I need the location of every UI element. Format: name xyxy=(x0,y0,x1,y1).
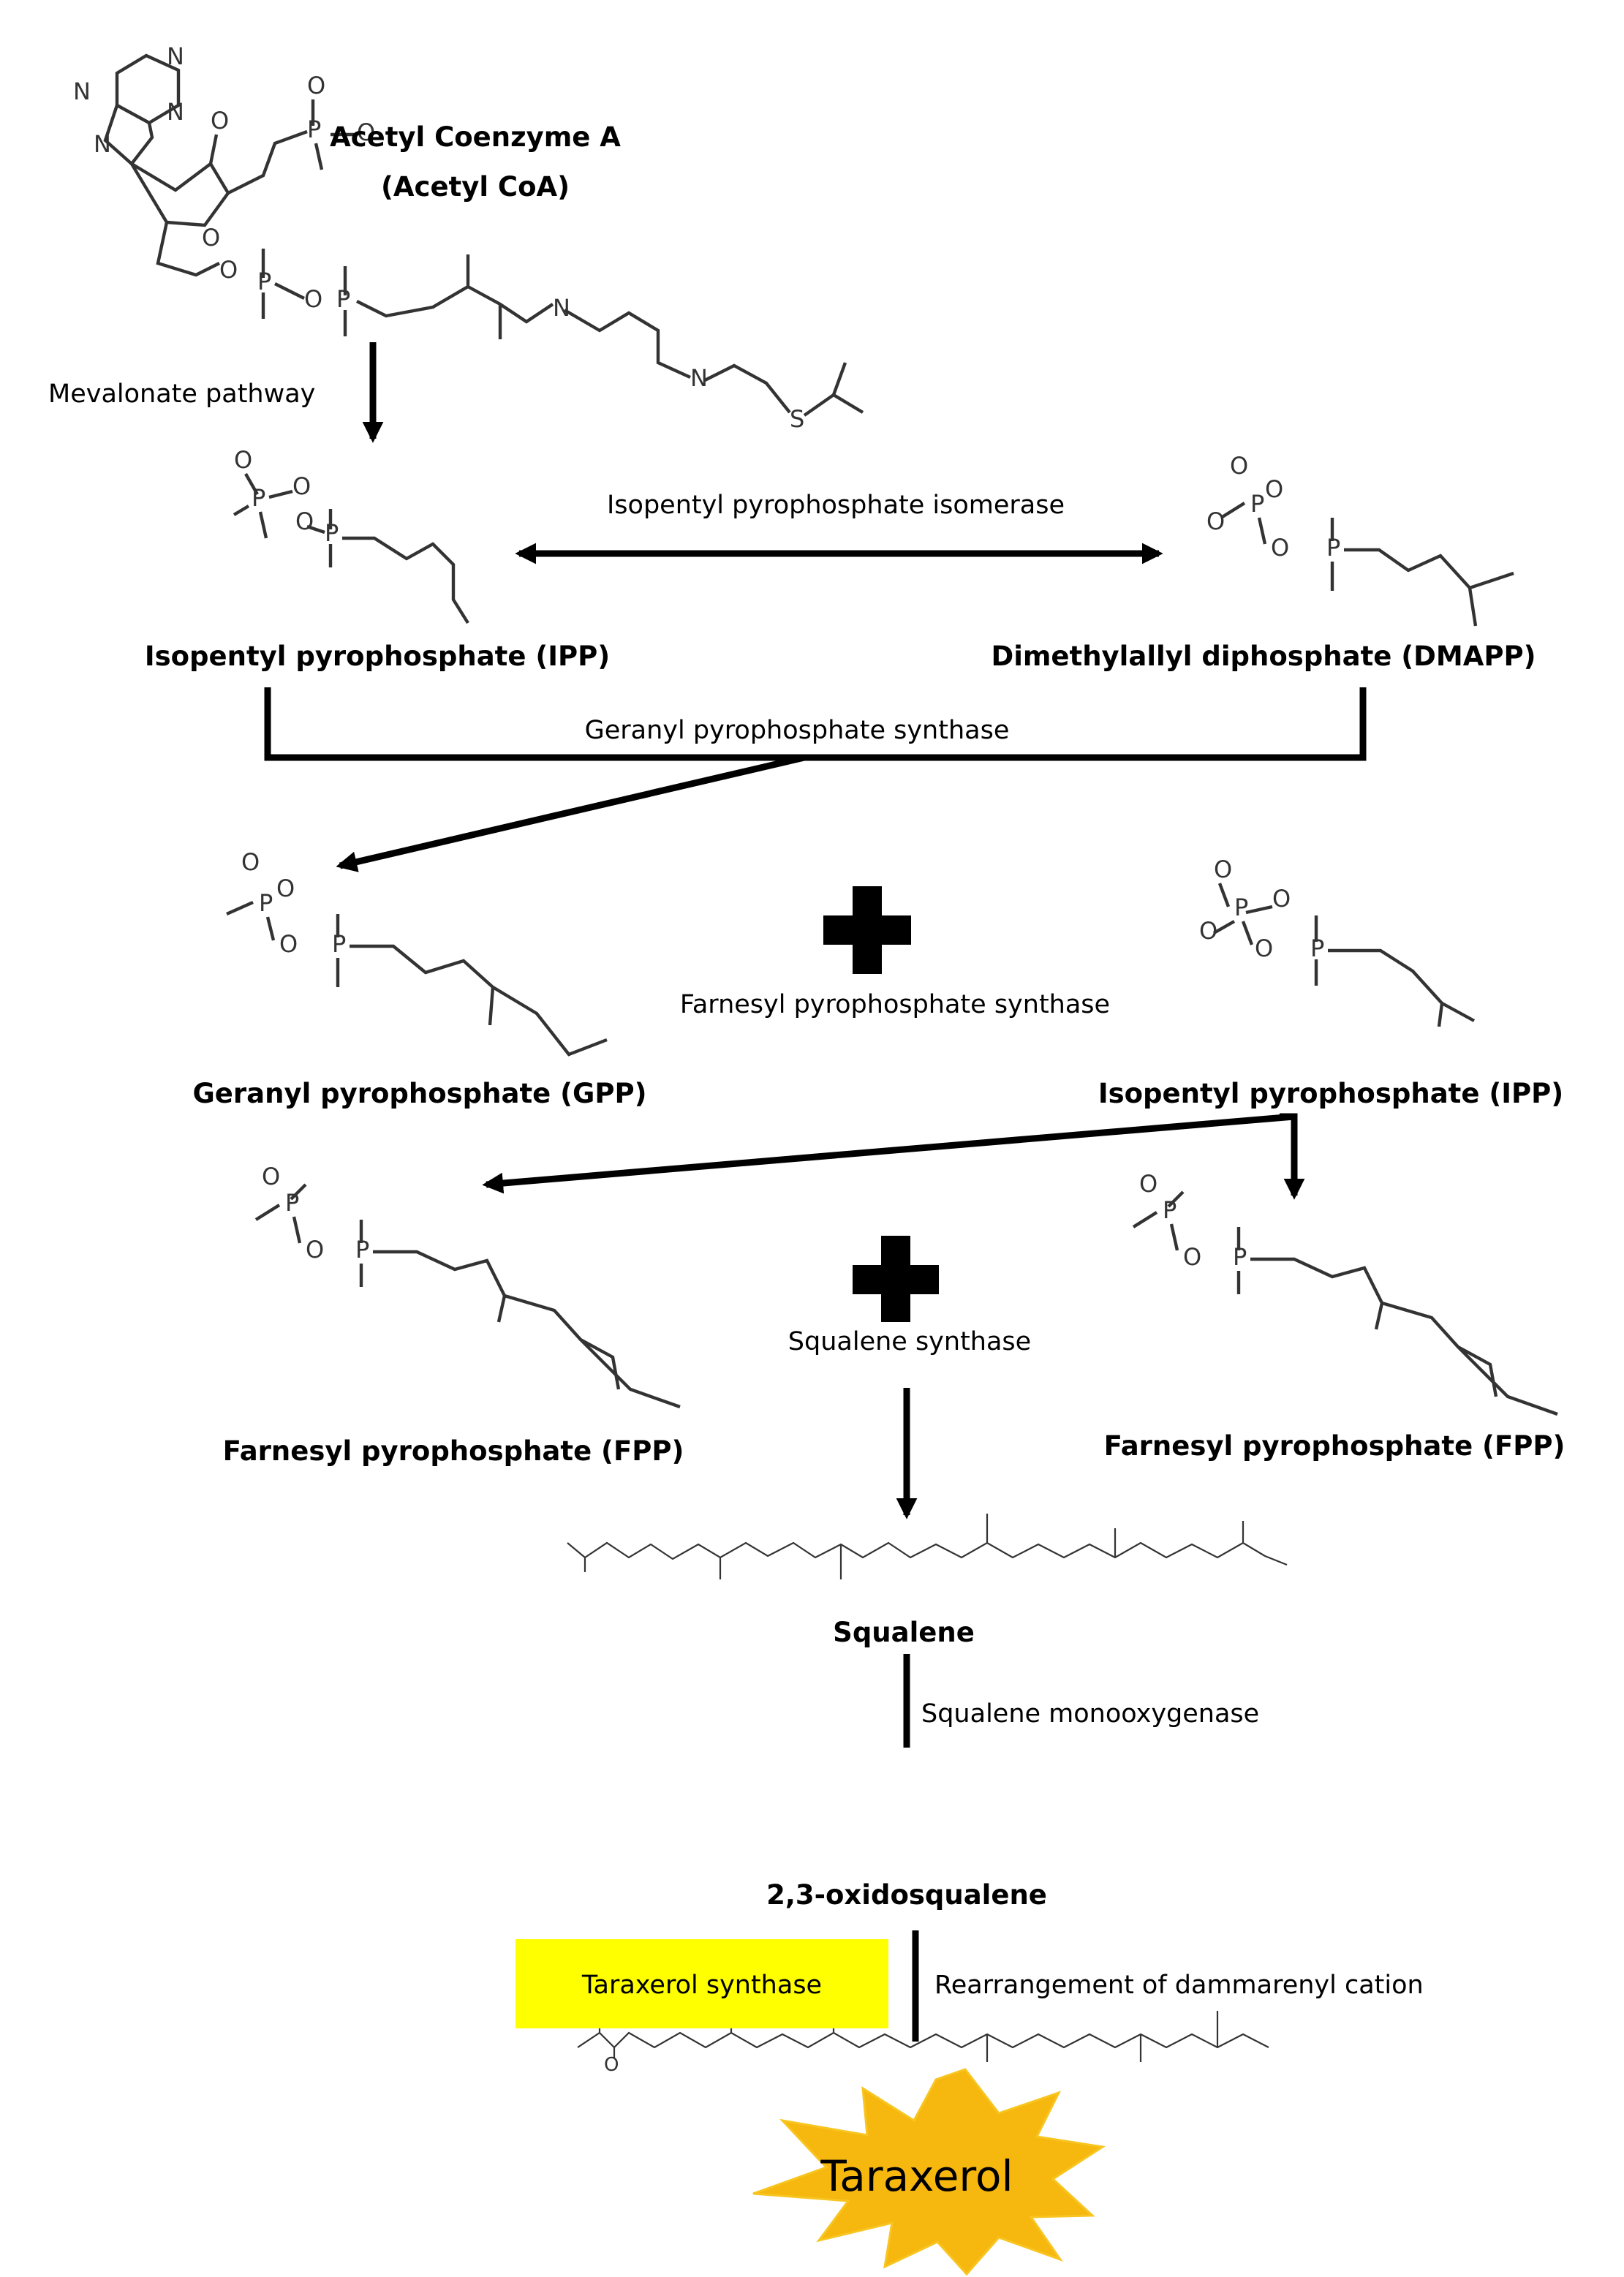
gpp-label: Geranyl pyrophosphate (GPP) xyxy=(192,1078,646,1109)
svg-text:O: O xyxy=(357,118,375,146)
svg-text:O: O xyxy=(1139,1170,1157,1198)
svg-text:P: P xyxy=(1250,490,1264,518)
ipp-label-2: Isopentyl pyrophosphate (IPP) xyxy=(1098,1078,1563,1109)
svg-text:O: O xyxy=(262,1163,280,1190)
svg-text:O: O xyxy=(211,107,229,135)
svg-text:O: O xyxy=(279,930,298,958)
svg-text:O: O xyxy=(234,446,252,474)
svg-text:N: N xyxy=(167,98,184,126)
gpp-synthase-label: Geranyl pyrophosphate synthase xyxy=(585,716,1010,745)
svg-text:O: O xyxy=(219,256,238,284)
svg-text:P: P xyxy=(257,268,271,295)
fpp-structure-2: O P O P xyxy=(1132,1170,1558,1416)
svg-text:N: N xyxy=(553,294,570,322)
svg-text:O: O xyxy=(292,472,311,500)
dmapp-structure: O O P O O P xyxy=(1206,452,1514,627)
squalene-label: Squalene xyxy=(833,1617,975,1648)
gpp-synthase-arrow xyxy=(336,754,806,872)
mevalonate-pathway-label: Mevalonate pathway xyxy=(48,380,315,409)
svg-text:O: O xyxy=(1230,452,1248,480)
svg-text:P: P xyxy=(355,1236,369,1264)
dmapp-label: Dimethylallyl diphosphate (DMAPP) xyxy=(991,641,1536,672)
svg-text:O: O xyxy=(1183,1243,1201,1271)
svg-text:O: O xyxy=(604,2054,619,2076)
svg-text:N: N xyxy=(73,78,91,105)
fpp-structure-1: O P O P xyxy=(254,1163,681,1409)
svg-text:O: O xyxy=(202,224,220,252)
svg-text:O: O xyxy=(307,72,325,99)
svg-text:P: P xyxy=(325,519,339,547)
svg-text:P: P xyxy=(1234,894,1248,921)
svg-text:P: P xyxy=(1233,1243,1247,1271)
svg-text:O: O xyxy=(1272,885,1291,913)
fpp-synthase-branch xyxy=(1280,1113,1305,1200)
taraxerol-synthase-highlight xyxy=(515,1939,888,2028)
fpp-label-1: Farnesyl pyrophosphate (FPP) xyxy=(223,1435,684,1467)
svg-text:O: O xyxy=(295,507,314,535)
svg-text:O: O xyxy=(276,875,295,902)
gpp-synthase-bracket xyxy=(264,687,1367,761)
svg-text:O: O xyxy=(1265,475,1283,503)
plus-icon-1 xyxy=(823,886,911,974)
gpp-structure: O O P O P xyxy=(226,848,608,1057)
rearrangement-label: Rearrangement of dammarenyl cation xyxy=(934,1971,1424,2000)
ipp-structure-1: O P O O P xyxy=(233,446,469,624)
ipp-isomerase-label: Isopentyl pyrophosphate isomerase xyxy=(607,491,1065,520)
svg-text:S: S xyxy=(790,405,804,433)
svg-text:P: P xyxy=(1326,534,1340,562)
plus-icon-2 xyxy=(853,1236,939,1322)
svg-text:P: P xyxy=(259,889,273,917)
acetyl-coa-label: Acetyl Coenzyme A xyxy=(330,121,621,153)
svg-text:P: P xyxy=(336,285,350,313)
squalene-monooxygenase-label: Squalene monooxygenase xyxy=(921,1699,1259,1729)
svg-text:P: P xyxy=(307,116,321,143)
taraxerol-starburst xyxy=(752,2068,1106,2276)
svg-text:N: N xyxy=(94,130,111,158)
svg-text:N: N xyxy=(690,364,708,392)
svg-text:O: O xyxy=(1206,507,1225,535)
taraxerol-synthase-label: Taraxerol synthase xyxy=(581,1971,822,2000)
svg-text:O: O xyxy=(304,285,322,313)
svg-text:O: O xyxy=(1199,917,1217,945)
svg-text:O: O xyxy=(306,1236,324,1264)
fpp-synthase-label: Farnesyl pyrophosphate synthase xyxy=(680,990,1110,1019)
svg-text:O: O xyxy=(1271,534,1289,562)
squalene-structure xyxy=(567,1514,1288,1579)
svg-text:O: O xyxy=(1255,934,1273,962)
svg-text:P: P xyxy=(332,930,346,958)
fpp-synthase-arrow xyxy=(482,1113,1295,1194)
acetyl-coa-abbrev: (Acetyl CoA) xyxy=(381,171,570,203)
svg-text:O: O xyxy=(241,848,260,876)
oxidosqualene-label: 2,3-oxidosqualene xyxy=(766,1879,1047,1911)
svg-text:O: O xyxy=(1214,856,1232,883)
ipp-label-1: Isopentyl pyrophosphate (IPP) xyxy=(145,641,610,672)
ipp-structure-2: O P O O O P xyxy=(1199,856,1476,1027)
taraxerol-label: Taraxerol xyxy=(820,2151,1013,2201)
fpp-label-2: Farnesyl pyrophosphate (FPP) xyxy=(1104,1430,1566,1462)
svg-text:N: N xyxy=(167,42,184,70)
svg-text:P: P xyxy=(1310,934,1324,962)
squalene-synthase-label: Squalene synthase xyxy=(788,1327,1031,1356)
acetyl-coa-structure: N N N N O O P O O O P O P N N S xyxy=(73,42,864,433)
